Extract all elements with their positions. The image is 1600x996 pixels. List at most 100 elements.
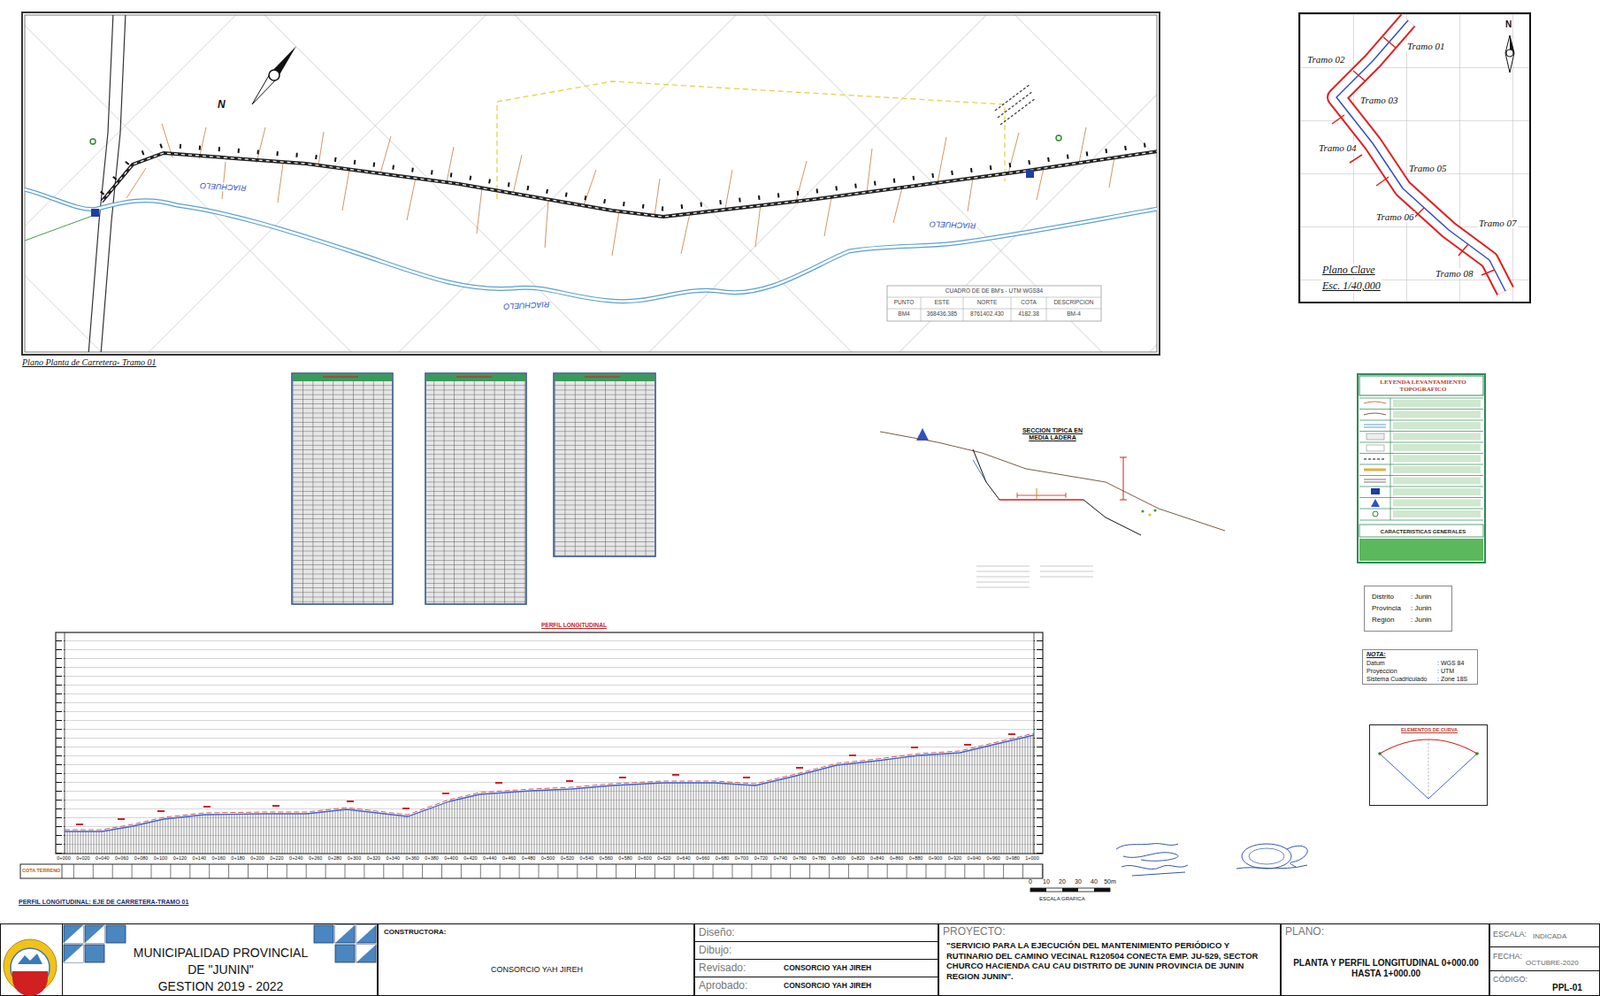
label-text: N (1505, 19, 1512, 31)
label-text: 0+640 (676, 855, 690, 861)
node-text: 368436.385 (920, 310, 964, 317)
label-text: Tramo 07 (1477, 217, 1518, 229)
label-text: 0+120 (173, 855, 187, 861)
label-text: 0+520 (560, 855, 575, 861)
node-text: PUNTO (887, 298, 921, 306)
label-text: N (217, 99, 226, 112)
label-text: 0+320 (367, 855, 381, 861)
label-text: 0+920 (948, 855, 962, 861)
label-text: 0+500 (541, 855, 555, 861)
node-text: Distrito (1371, 592, 1394, 601)
label-text: 0+180 (230, 855, 245, 861)
label-text: 0+300 (347, 855, 361, 861)
label-text: 1+000 (1025, 855, 1039, 861)
contractor-cell: CONSTRUCTORA: CONSORCIO YAH JIREH (377, 923, 695, 996)
label-text: 0+000 (56, 855, 70, 861)
curve-elements-box: ELEMENTOS DE CURVA (1369, 724, 1488, 806)
label-text: 0+220 (269, 855, 284, 861)
node-text: CONSTRUCTORA: (383, 927, 447, 936)
node-text: GESTION 2019 - 2022 (62, 979, 379, 994)
review-cell: Revisado: CONSORCIO YAH JIREH (694, 958, 939, 978)
label-text: ESCALA GRAFICA (1039, 895, 1086, 903)
node-text: Diseño: (698, 926, 735, 940)
label-text: 0+100 (153, 855, 168, 861)
label-text: 0+400 (444, 855, 458, 861)
label-text: 50m (1103, 878, 1117, 886)
node-text: MUNICIPALIDAD PROVINCIAL (62, 945, 379, 960)
label-text: 0+660 (696, 855, 710, 861)
label-text: 0+360 (405, 855, 419, 861)
node-text: CONSORCIO YAH JIREH (378, 964, 696, 974)
node-text: : WGS 84 (1437, 659, 1464, 667)
node-text: PROYECTO: (942, 926, 1005, 939)
design-cell: Diseño: (694, 923, 939, 942)
node-text: FECHA: (1492, 951, 1523, 961)
node-text: DE "JUNIN" (62, 962, 379, 977)
label-text: 0+860 (889, 855, 904, 861)
node-text: COTA (1010, 298, 1047, 306)
node-text: ELEMENTOS DE CURVA (1370, 727, 1489, 733)
label-text: 0+620 (657, 855, 671, 861)
label-text: RIACHUELO (928, 219, 978, 230)
node-text: : Junin (1410, 604, 1432, 613)
label-text: 0+340 (386, 855, 400, 861)
node-text: ESTE (920, 298, 964, 306)
project-cell: PROYECTO:"SERVICIO PARA LA EJECUCIÓN DEL… (938, 923, 1281, 996)
node-text: Revisado: (698, 962, 746, 975)
label-text: PERFIL LONGITUDINAL (541, 621, 607, 628)
legend-box: LEYENDA LEVANTAMIENTO TOPOGRAFICOCARACTE… (1356, 373, 1486, 564)
label-text: 0+540 (580, 855, 594, 861)
node-text: CONSORCIO YAH JIREH (783, 964, 872, 973)
label-text: 0+580 (618, 855, 632, 861)
label-text: 0+160 (211, 855, 225, 861)
label-text: 0+760 (792, 855, 806, 861)
label-text: Tramo 02 (1306, 53, 1347, 65)
label-text: 0+600 (637, 855, 651, 861)
label-text: Tramo 03 (1359, 94, 1400, 106)
node-text: CUADRO DE DE BM's - UTM WGS84 (887, 287, 1102, 294)
node-text: 8761402.430 (963, 310, 1011, 317)
label-text: 0+260 (308, 855, 322, 861)
label-text: 20 (1058, 878, 1066, 886)
node-text: BM4 (887, 310, 921, 317)
label-text: COTA TERRENO (22, 867, 61, 873)
label-text: 0+280 (328, 855, 342, 861)
label-text: Plano Planta de Carretera- Tramo 01 (22, 357, 157, 368)
label-text: 0+200 (250, 855, 264, 861)
label-text: 0+980 (1005, 855, 1019, 861)
label-text: 0+960 (986, 855, 1000, 861)
bm-table: CUADRO DE DE BM's - UTM WGS84PUNTOESTENO… (887, 285, 1102, 322)
node-text: CARACTERISTICAS GENERALES (1358, 528, 1488, 536)
drawing-cell: Dibujo: (694, 941, 939, 960)
label-text: 0+720 (754, 855, 768, 861)
label-text: 10 (1042, 878, 1050, 886)
node-text: : Zone 18S (1437, 675, 1468, 683)
node-text: Aprobado: (698, 979, 748, 993)
node-text: : Junin (1410, 615, 1432, 624)
label-text: 0+140 (192, 855, 207, 861)
node-text: ESCALA: (1492, 929, 1527, 939)
node-text: PLANTA Y PERFIL LONGITUDINAL 0+000.00 HA… (1288, 957, 1484, 979)
note-box: NOTA:Datum: WGS 84Proyección: UTMSistema… (1362, 649, 1478, 685)
node-text: NORTE (963, 298, 1011, 306)
node-text: Datum (1366, 659, 1386, 667)
label-text: 0+900 (928, 855, 942, 861)
label-text: 0+680 (715, 855, 729, 861)
label-text: 0+240 (289, 855, 303, 861)
code-cell: CÓDIGO:PPL-01 (1489, 970, 1600, 996)
node-text: Proyección (1366, 667, 1398, 675)
label-text: 0+740 (773, 855, 788, 861)
label-text: 0+820 (850, 855, 865, 861)
label-text: 0+800 (831, 855, 845, 861)
node-text: INDICADA (1532, 932, 1567, 941)
label-text: 0+080 (134, 855, 148, 861)
node-text: Dibujo: (698, 944, 732, 957)
date-cell: FECHA:OCTUBRE-2020 (1489, 946, 1600, 972)
node-text: Plano Clave (1321, 263, 1377, 277)
label-text: 0+780 (811, 855, 826, 861)
label-text: Tramo 04 (1317, 142, 1358, 154)
node-text: OCTUBRE-2020 (1525, 958, 1579, 967)
node-text: : UTM (1437, 667, 1455, 675)
